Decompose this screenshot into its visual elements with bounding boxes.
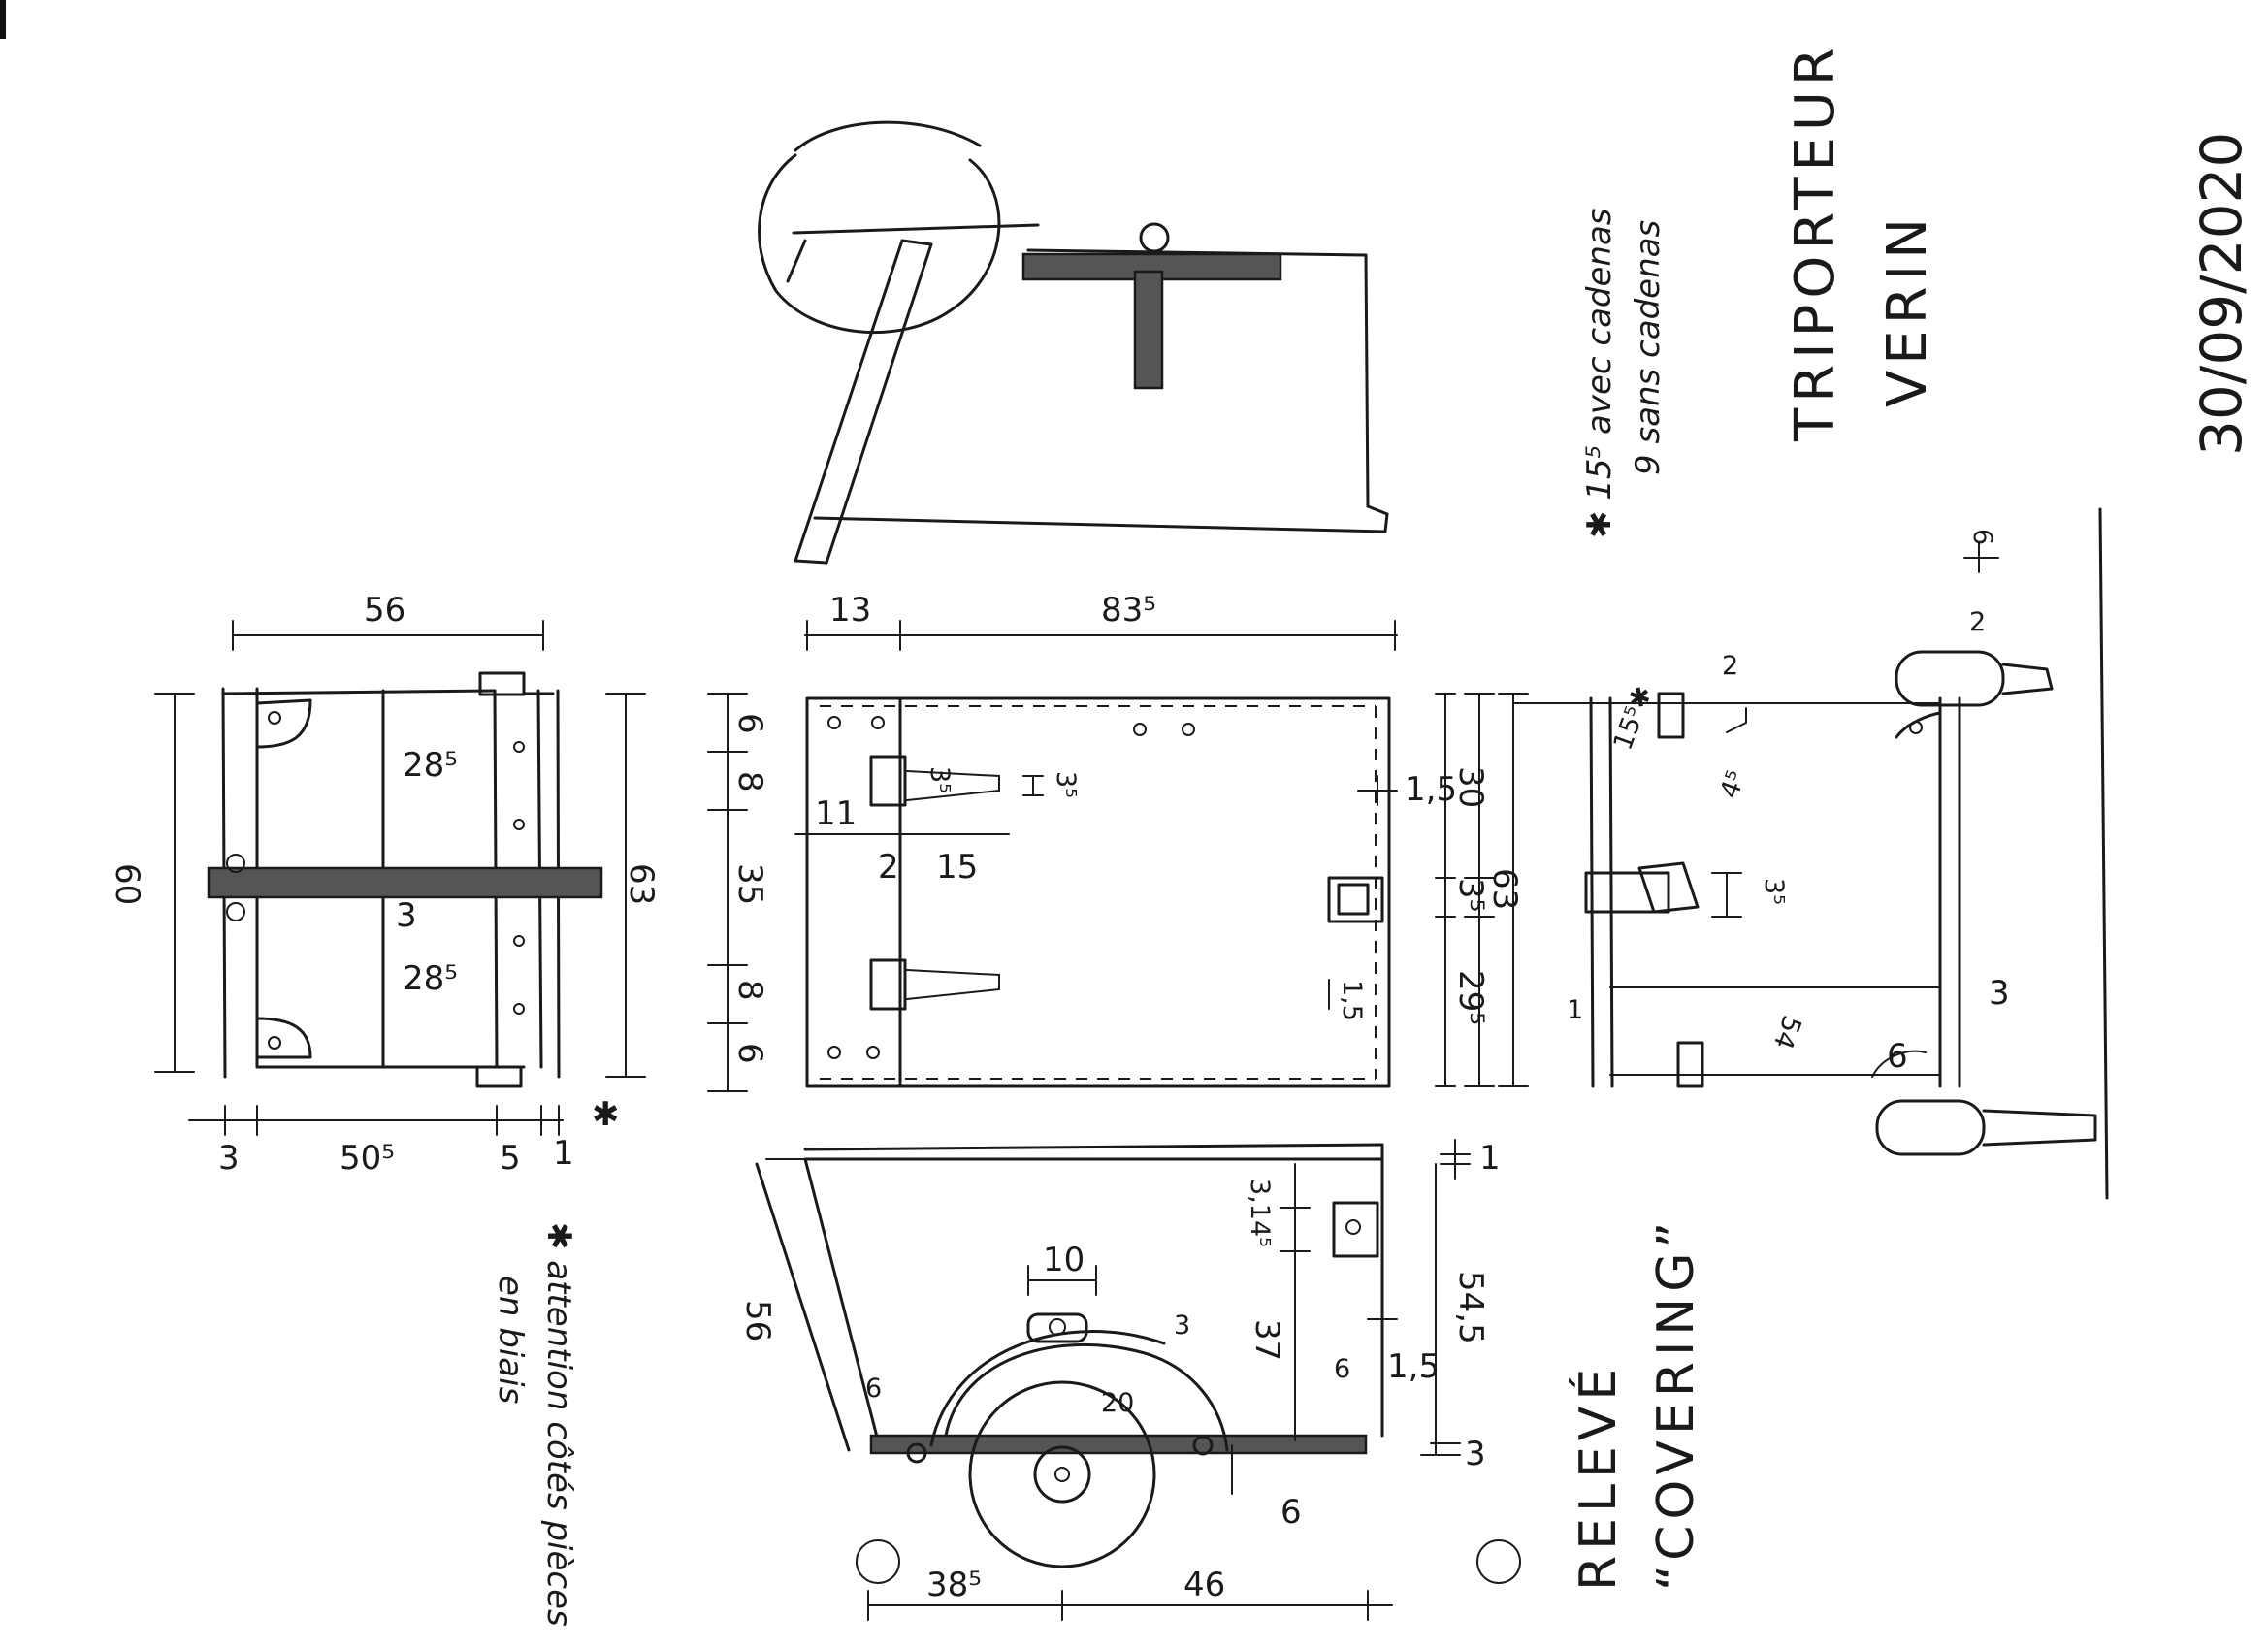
plan-hinge-w: 11	[815, 794, 857, 833]
top-view-height-right: 63	[622, 863, 661, 905]
end-right-mark: 3	[1989, 974, 2010, 1013]
end-top: 6	[1967, 529, 1997, 545]
plan-lock-gap: 1,5	[1337, 980, 1367, 1021]
side-left-slope: 56	[738, 1300, 777, 1342]
plan-hinge-pin: 3⁵	[1051, 771, 1081, 798]
base-plate	[869, 1434, 1368, 1455]
end-left-mark: 1	[1567, 995, 1583, 1025]
plan-hinge-h: 3⁵	[924, 766, 955, 793]
end-lock-offset: 4⁵	[1714, 766, 1752, 802]
side-lower-drop: 37	[1247, 1319, 1286, 1361]
center-post	[1133, 270, 1164, 390]
side-radius: 20	[1101, 1388, 1134, 1418]
top-view-height-left: 60	[108, 863, 146, 905]
top-view-bottom-star: ✱	[592, 1095, 620, 1134]
survey-line-1: RELEVÉ	[1569, 1363, 1628, 1591]
top-view-bottom-c: 5	[500, 1139, 521, 1178]
plan-left-1: 6	[730, 713, 769, 734]
side-bottom-plate: 3	[1465, 1435, 1486, 1473]
end-angle: 6	[1887, 1037, 1908, 1076]
plan-right-3: 29⁵	[1451, 970, 1490, 1025]
side-gap: 1,5	[1387, 1347, 1440, 1386]
side-top-gap: 1	[1479, 1139, 1501, 1178]
title-block: TRIPORTEUR VERIN 30/09/2020 ✱ 15⁵ avec c…	[1580, 42, 2254, 538]
note-lock-heights: ✱ 15⁵ avec cadenas	[1580, 209, 1619, 539]
top-view-bottom-b: 50⁵	[340, 1139, 395, 1178]
side-upper-drop: 3,14⁵	[1245, 1179, 1275, 1247]
plan-hinge-gap: 2	[878, 848, 899, 887]
top-view-lower-half: 28⁵	[403, 959, 458, 998]
plan-left-2: 8	[730, 771, 769, 792]
plan-right-2: 3⁵	[1451, 878, 1490, 912]
end-lock-star: 15⁵✱	[1607, 682, 1658, 754]
cross-bar	[207, 866, 603, 899]
end-view: 6 2 2 15⁵✱ 4⁵ 3⁵ 54 1 3 6	[1512, 507, 2109, 1200]
side-total: 54,5	[1451, 1271, 1490, 1344]
title-line-1: TRIPORTEUR	[1784, 42, 1847, 442]
side-angle-right: 6	[1334, 1354, 1350, 1384]
side-ring-width: 10	[1043, 1241, 1085, 1279]
plan-top-b: 83⁵	[1101, 591, 1156, 630]
scan-edge-mark	[0, 0, 6, 39]
top-view-bottom-a: 3	[218, 1139, 240, 1178]
end-hinge-h: 2	[1722, 651, 1738, 681]
side-ring-arm: 3	[1174, 1310, 1190, 1341]
side-bottom-a: 38⁵	[926, 1566, 982, 1604]
end-mid-h: 3⁵	[1759, 878, 1789, 905]
top-view-upper-half: 28⁵	[403, 746, 458, 785]
top-view-mid: 3	[396, 896, 417, 935]
side-bottom-b: 46	[1183, 1566, 1225, 1604]
plan-left-5: 6	[730, 1043, 769, 1064]
side-view: 1 56 3,14⁵ 37 54,5 1,5 3 10 3 6 6 20 6 3…	[738, 1139, 1705, 1621]
note-lock-heights-2: 9 sans cadenas	[1629, 220, 1668, 475]
plan-edge-gap: 1,5	[1405, 770, 1457, 809]
date: 30/09/2020	[2188, 132, 2254, 456]
plan-left-4: 8	[730, 980, 769, 1001]
plan-view: 13 83⁵ 6 8 35 8 6 11 2 15 3⁵ 3⁵ 1,5 1,5	[707, 591, 1529, 1092]
note-chamfer-2: en biais	[491, 1276, 530, 1404]
plan-hinge-len: 15	[936, 848, 978, 887]
side-axle-offset: 6	[1280, 1493, 1302, 1532]
top-view-width: 56	[364, 591, 405, 630]
perspective-sketch	[758, 120, 1389, 565]
title-line-2: VERIN	[1876, 212, 1939, 407]
plan-right-1: 30	[1451, 766, 1490, 808]
note-chamfer: ✱ attention côtés pièces	[539, 1222, 578, 1627]
survey-line-2: “COVERING”	[1647, 1216, 1705, 1591]
top-view: 56 60 63 28⁵ 3 28⁵ 3 50⁵ 5 1 ✱ ✱ attenti…	[108, 591, 661, 1627]
side-angle-left: 6	[865, 1374, 882, 1404]
end-gap: 2	[1969, 607, 1986, 637]
end-span: 54	[1767, 1012, 1807, 1053]
top-view-bottom-d: 1	[553, 1134, 574, 1173]
plan-top-a: 13	[829, 591, 871, 630]
plan-right-total: 63	[1485, 868, 1524, 910]
plan-left-3: 35	[730, 863, 769, 905]
